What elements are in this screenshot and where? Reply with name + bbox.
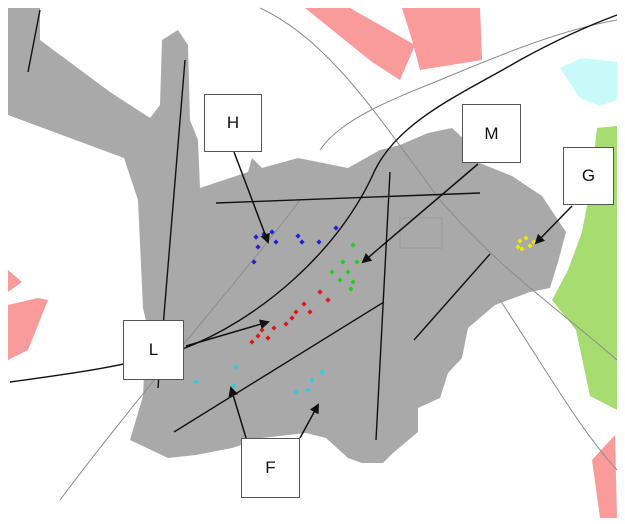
airfield-small-structure [399, 217, 443, 249]
cluster-h-point [316, 239, 322, 245]
runway-diagonal-right [413, 253, 491, 341]
pink-area-left-lower [8, 298, 48, 360]
cluster-h-point [273, 239, 279, 245]
cluster-f-point [233, 364, 239, 370]
cluster-h-point [253, 234, 259, 240]
label-g: G [563, 147, 614, 205]
cluster-m-point [345, 269, 351, 275]
label-l: L [123, 320, 184, 380]
pink-area-bottom-right [592, 435, 617, 518]
cluster-m-point [348, 286, 354, 292]
arrows [185, 151, 573, 439]
cluster-l-point [265, 335, 271, 341]
arrow-l [185, 319, 270, 347]
thin-road-top [259, 7, 618, 361]
cluster-l-point [293, 309, 299, 315]
cluster-l-point [249, 339, 255, 345]
cluster-h-point [295, 233, 301, 239]
cluster-m-point [337, 277, 343, 283]
cluster-h-point [269, 229, 275, 235]
cluster-l-point [317, 289, 323, 295]
landuse-pink-areas [8, 8, 617, 518]
cluster-l-point [271, 325, 277, 331]
pink-area-top-right [402, 8, 482, 70]
thin-road-outer [319, 19, 618, 151]
label-f: F [241, 438, 300, 498]
thin-road-right [499, 299, 618, 471]
cluster-h-point [251, 259, 257, 265]
arrow-f-right [299, 403, 319, 439]
thin-roads [59, 7, 618, 501]
cluster-l-point [301, 301, 307, 307]
cluster-l-point [307, 309, 313, 315]
cluster-h-point [333, 225, 339, 231]
airfield-area [8, 8, 566, 463]
cluster-g-point [519, 246, 525, 252]
label-h: H [204, 94, 262, 152]
arrow-m [361, 163, 479, 264]
landuse-cyan-area [560, 58, 617, 106]
cluster-l-point [255, 333, 261, 339]
arrow-g [534, 205, 573, 245]
label-m: M [462, 104, 521, 163]
cluster-f-point [293, 389, 299, 395]
cluster-m-point [340, 259, 346, 265]
cluster-g-point [527, 243, 533, 249]
cluster-l-point [289, 315, 295, 321]
pink-area-top [305, 8, 415, 80]
cluster-f-point [193, 379, 199, 385]
cluster-m-point [350, 279, 356, 285]
cluster-f-point [309, 377, 315, 383]
cluster-l-point [325, 297, 331, 303]
runway-horizontal [215, 192, 481, 204]
cluster-h-point [255, 244, 261, 250]
cluster-f-point [305, 387, 311, 393]
cluster-m-point [329, 269, 335, 275]
arrow-f-left [228, 386, 247, 439]
cluster-g-point [517, 238, 523, 244]
runway-diagonal-lower [173, 301, 385, 433]
cluster-f-point [319, 369, 325, 375]
cluster-h-point [299, 239, 305, 245]
arrow-h [233, 151, 270, 244]
cluster-l-point [283, 321, 289, 327]
runway-left-vertical-1 [27, 9, 41, 73]
cluster-g-point [515, 244, 521, 250]
cluster-m-point [350, 242, 356, 248]
thin-road-diagonal [59, 199, 301, 501]
runway-vertical-center [375, 171, 391, 441]
pink-area-left [8, 270, 22, 292]
cluster-m-point [354, 259, 360, 265]
cluster-g-point [523, 235, 529, 241]
